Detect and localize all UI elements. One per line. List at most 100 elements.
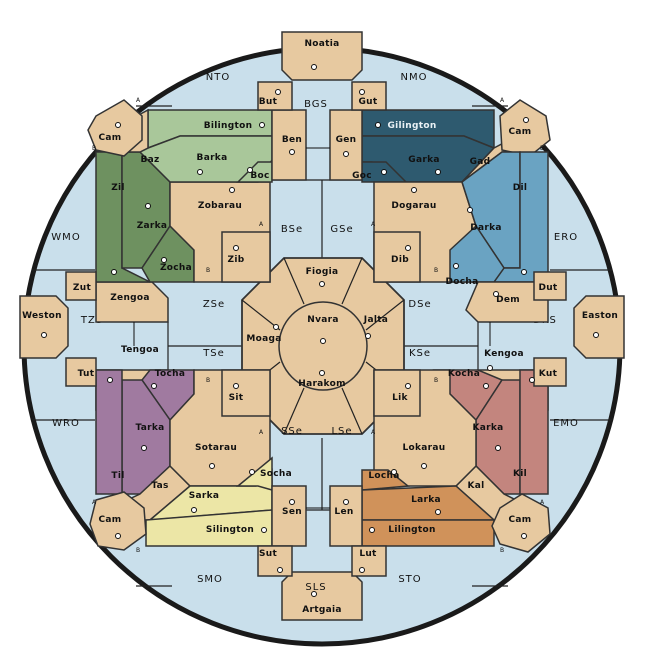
label-lokarau: Lokarau	[403, 443, 446, 453]
label-len: Len	[334, 507, 353, 517]
region-dib[interactable]	[373, 231, 421, 283]
label-larka: Larka	[411, 495, 441, 505]
label-kse: KSe	[409, 348, 431, 359]
label-zobarau: Zobarau	[198, 201, 242, 211]
coast-marker-a: A	[136, 97, 141, 104]
region-cam-nw[interactable]	[87, 99, 143, 157]
coast-markers: A B A B A B A B A B A B A B A B	[92, 97, 545, 554]
coast-marker-b: B	[92, 145, 96, 152]
label-gse: GSe	[330, 224, 353, 235]
label-gad: Gad	[470, 157, 491, 167]
label-zib: Zib	[228, 255, 245, 265]
label-goc: Goc	[352, 171, 372, 181]
label-harakom: Harakom	[298, 379, 346, 389]
quadrant-sw	[65, 357, 307, 577]
region-sen[interactable]	[271, 485, 307, 547]
label-gen: Gen	[336, 135, 357, 145]
label-jalta: Jalta	[363, 315, 388, 325]
coast-marker-a: A	[92, 499, 97, 506]
label-lik: Lik	[392, 393, 408, 403]
label-dse: DSe	[408, 299, 431, 310]
region-docha[interactable]	[449, 224, 505, 283]
coast-marker-b: B	[540, 145, 544, 152]
coast-marker-b: B	[434, 267, 438, 274]
label-dib: Dib	[391, 255, 409, 265]
label-dem: Dem	[496, 295, 520, 305]
label-dil: Dil	[513, 183, 528, 193]
label-cam-ne: Cam	[509, 127, 532, 137]
coast-marker-a: A	[259, 221, 264, 228]
label-til: Til	[111, 471, 124, 481]
region-dut[interactable]	[533, 271, 567, 301]
quadrant-ne	[329, 81, 567, 323]
region-gut[interactable]	[351, 81, 387, 111]
label-kengoa: Kengoa	[484, 349, 524, 359]
label-sto: STO	[398, 574, 421, 585]
region-zib[interactable]	[221, 231, 271, 283]
label-nto: NTO	[206, 72, 230, 83]
label-artgaia: Artgaia	[302, 605, 341, 615]
label-emo: EMO	[553, 418, 579, 429]
coast-marker-b: B	[434, 377, 438, 384]
label-zarka: Zarka	[137, 221, 168, 231]
label-lut: Lut	[359, 549, 377, 559]
label-cam-nw: Cam	[99, 133, 122, 143]
region-lik[interactable]	[373, 369, 421, 417]
label-gilington: Gilington	[387, 121, 436, 131]
region-weston[interactable]	[19, 295, 69, 359]
coast-marker-b: B	[136, 547, 140, 554]
region-but[interactable]	[257, 81, 293, 111]
label-noatia: Noatia	[304, 39, 339, 49]
label-sarka: Sarka	[189, 491, 220, 501]
region-sit[interactable]	[221, 369, 271, 417]
label-easton: Easton	[582, 311, 618, 321]
label-kal: Kal	[467, 481, 484, 491]
region-zut[interactable]	[65, 271, 97, 301]
label-gut: Gut	[359, 97, 378, 107]
label-sut: Sut	[259, 549, 277, 559]
label-tse: TSe	[202, 348, 225, 359]
label-smo: SMO	[197, 574, 223, 585]
ocean-dividers	[32, 105, 612, 587]
label-sotarau: Sotarau	[195, 443, 237, 453]
region-tut[interactable]	[65, 357, 97, 387]
label-sls: SLS	[305, 582, 326, 593]
coast-marker-a: A	[540, 499, 545, 506]
label-tengoa: Tengoa	[121, 345, 159, 355]
label-wro: WRO	[52, 418, 80, 429]
region-kut[interactable]	[533, 357, 567, 387]
label-sit: Sit	[229, 393, 244, 403]
label-zocha: Zocha	[160, 263, 192, 273]
label-kocha: Kocha	[448, 369, 480, 379]
coast-marker-a: A	[371, 221, 376, 228]
label-tzs: TZS	[80, 315, 103, 326]
region-cam-ne[interactable]	[499, 99, 551, 157]
label-zengoa: Zengoa	[110, 293, 150, 303]
label-moaga: Moaga	[246, 334, 281, 344]
coast-marker-b: B	[206, 377, 210, 384]
region-ben[interactable]	[271, 109, 307, 181]
region-cam-sw[interactable]	[89, 491, 147, 551]
label-darka: Darka	[470, 223, 502, 233]
label-baz: Baz	[140, 155, 159, 165]
label-bgs: BGS	[304, 99, 328, 110]
label-zil: Zil	[111, 183, 125, 193]
label-weston: Weston	[22, 311, 62, 321]
region-easton[interactable]	[573, 295, 625, 359]
label-tas: Tas	[151, 481, 168, 491]
region-locha[interactable]	[361, 469, 410, 491]
label-silington: Silington	[206, 525, 254, 535]
label-zut: Zut	[73, 283, 92, 293]
label-dogarau: Dogarau	[391, 201, 436, 211]
coast-marker-a: A	[371, 429, 376, 436]
region-nvara[interactable]	[278, 301, 368, 391]
region-cam-se[interactable]	[491, 493, 551, 553]
region-sut[interactable]	[257, 545, 293, 577]
label-lilington: Lilington	[388, 525, 435, 535]
connector-arrows	[133, 147, 491, 509]
region-gen[interactable]	[329, 109, 363, 181]
label-tut: Tut	[78, 369, 95, 379]
label-nmo: NMO	[401, 72, 428, 83]
region-noatia[interactable]	[281, 31, 363, 81]
label-socha: Socha	[260, 469, 292, 479]
